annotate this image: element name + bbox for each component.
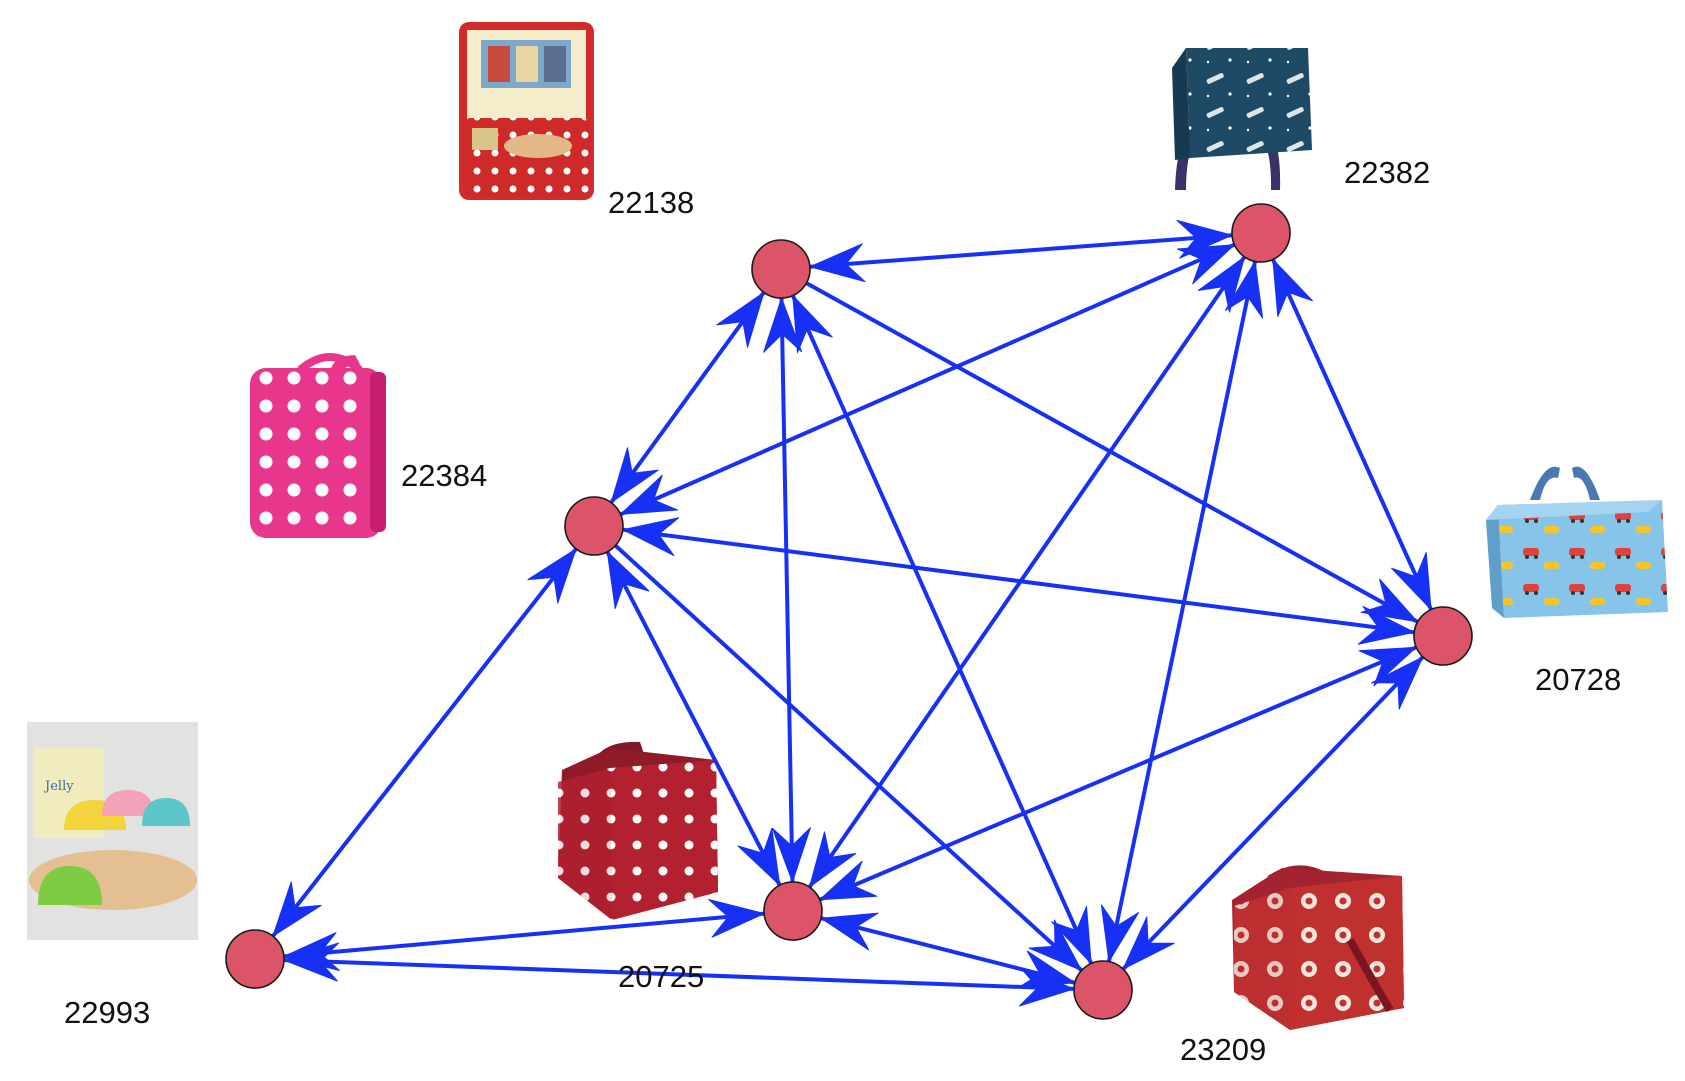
node-circle[interactable] — [564, 496, 624, 556]
arrowhead — [772, 827, 811, 883]
car-bag-image — [1486, 466, 1668, 618]
edge-n3-n5 — [818, 645, 1418, 902]
arrowhead — [1122, 916, 1175, 970]
edge-line — [605, 550, 782, 887]
arrowhead — [1017, 950, 1076, 989]
edge-layer — [271, 219, 1433, 1007]
edge-line — [818, 645, 1418, 902]
edge-line — [809, 233, 1233, 269]
suitcase-image — [459, 22, 594, 200]
arrowhead — [610, 447, 659, 504]
node-layer — [225, 203, 1473, 1020]
node-label-23209: 23209 — [1180, 1032, 1266, 1067]
edge-n1-n5 — [807, 255, 1247, 889]
arrowhead — [708, 899, 765, 938]
edge-n0-n2 — [609, 291, 766, 504]
edge-line — [609, 291, 766, 504]
arrowhead — [763, 297, 802, 353]
edge-n2-n4 — [271, 547, 578, 938]
edge-n2-n3 — [622, 517, 1415, 645]
svg-text:Jelly: Jelly — [43, 779, 74, 794]
edge-line — [283, 911, 765, 959]
edge-line — [805, 281, 1419, 624]
node-label-22993: 22993 — [64, 995, 150, 1030]
jelly-moulds-image: Jelly — [27, 722, 198, 940]
edge-line — [622, 527, 1415, 635]
edge-line — [1106, 260, 1258, 963]
arrowhead — [272, 881, 322, 937]
arrowhead — [1391, 552, 1432, 611]
node-label-20728: 20728 — [1535, 662, 1621, 697]
node-label-20725: 20725 — [618, 959, 704, 994]
arrowhead — [606, 551, 650, 609]
arrowhead — [737, 828, 781, 886]
arrowhead — [819, 860, 878, 901]
arrowhead — [820, 912, 879, 951]
node-circle[interactable] — [225, 929, 285, 989]
edge-n0-n3 — [805, 281, 1419, 624]
arrowhead — [1371, 656, 1424, 710]
product-images: Jelly — [27, 22, 1668, 1030]
arrowhead — [1357, 606, 1415, 645]
edge-n5-n6 — [820, 912, 1076, 989]
edge-n3-n6 — [1121, 655, 1425, 971]
arrowhead — [1358, 646, 1417, 687]
node-label-22382: 22382 — [1344, 155, 1430, 190]
label-layer: 22138 22382 22384 20728 22993 20725 2320… — [64, 155, 1621, 1067]
node-20725[interactable] — [763, 881, 823, 941]
edge-line — [614, 544, 1083, 972]
arrowhead — [1028, 919, 1083, 971]
edge-line — [619, 242, 1236, 517]
arrowhead — [809, 243, 866, 283]
rocket-bag-image — [1172, 48, 1312, 190]
node-circle[interactable] — [1073, 960, 1133, 1020]
node-20728[interactable] — [1413, 606, 1473, 666]
node-circle[interactable] — [763, 881, 823, 941]
node-22993[interactable] — [225, 929, 285, 989]
edge-line — [807, 255, 1247, 889]
arrowhead — [622, 517, 680, 556]
edge-n1-n6 — [1100, 260, 1264, 963]
node-22138[interactable] — [751, 239, 811, 299]
arrowhead — [1176, 244, 1235, 285]
edge-n1-n2 — [619, 242, 1236, 517]
node-circle[interactable] — [1231, 203, 1291, 263]
edge-n4-n6 — [283, 942, 1075, 1007]
edge-n2-n5 — [605, 550, 782, 887]
node-label-22138: 22138 — [608, 185, 694, 220]
arrowhead — [809, 831, 857, 888]
arrowhead — [620, 474, 679, 515]
floral-bag-image — [1232, 865, 1404, 1030]
arrowhead — [1051, 906, 1092, 964]
edge-line — [779, 297, 795, 883]
edge-line — [283, 958, 1075, 991]
node-label-22384: 22384 — [401, 458, 487, 493]
edge-n2-n6 — [614, 544, 1083, 972]
arrowhead — [1272, 258, 1313, 317]
arrowhead — [527, 548, 577, 604]
arrowhead — [716, 291, 765, 348]
node-circle[interactable] — [1413, 606, 1473, 666]
edge-n1-n3 — [1271, 258, 1433, 611]
arrowhead — [283, 942, 340, 982]
red-dots-bag-image — [558, 741, 718, 920]
edge-line — [271, 547, 578, 938]
node-22382[interactable] — [1231, 203, 1291, 263]
edge-n0-n6 — [790, 294, 1094, 965]
edge-line — [790, 294, 1094, 965]
edge-n0-n5 — [763, 297, 811, 883]
edge-line — [820, 916, 1076, 985]
arrowhead — [1224, 260, 1264, 319]
edge-line — [1271, 258, 1433, 611]
pink-lunch-bag-image — [250, 353, 386, 538]
node-23209[interactable] — [1073, 960, 1133, 1020]
node-circle[interactable] — [751, 239, 811, 299]
edge-line — [1121, 655, 1425, 971]
node-22384[interactable] — [564, 496, 624, 556]
arrowhead — [1100, 904, 1140, 963]
arrowhead — [792, 295, 833, 353]
